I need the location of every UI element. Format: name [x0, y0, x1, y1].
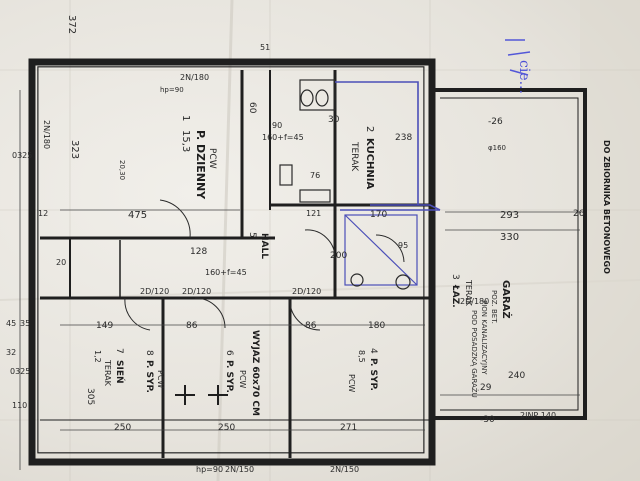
dim-51: 51: [260, 43, 270, 52]
handwriting-note: cie...: [516, 60, 532, 94]
left-door: 2N/180: [42, 120, 51, 149]
dim-121: 121: [306, 209, 321, 218]
dim-12: 12: [38, 209, 48, 218]
door-4: 2D/180: [460, 297, 489, 306]
dim-26b: -26: [488, 117, 503, 127]
room-hall-no: 5: [247, 232, 257, 238]
room-bath-name: ŁAZ.: [450, 284, 460, 308]
dim-0325: 0325: [12, 151, 32, 160]
room-8: 8 P. SYP. PCW: [144, 350, 165, 393]
room-7-name: SIEŃ: [114, 360, 126, 384]
room-8-name: P. SYP.: [144, 360, 154, 393]
room-4: 4 P. SYP. 8,5 PCW: [347, 348, 378, 392]
room-6-no: 6: [224, 350, 234, 356]
dim-30: 30: [328, 115, 340, 125]
inp-label: 2INP 140: [520, 411, 556, 420]
dim-0325b: 0325: [10, 367, 30, 376]
top-hp-label: hp=90: [160, 86, 184, 94]
dim-45: 45: [6, 319, 16, 328]
dim-170: 170: [370, 210, 387, 220]
room-6-name: P. SYP.: [224, 360, 234, 393]
room-6: 6 P. SYP. PCW WYJAZ 60x70 CM: [224, 330, 260, 416]
pipe-phi: φ160: [488, 144, 506, 152]
room-kitchen: KUCHNIA 2 TERAK: [349, 126, 375, 189]
room-living-height: 323: [69, 140, 80, 159]
dim-95: 95: [398, 241, 408, 250]
dim-305: 305: [85, 388, 95, 405]
wyjaz-label: WYJAZ 60x70 CM: [250, 330, 260, 416]
dim-200: 200: [330, 251, 347, 261]
dim-20: 20: [56, 258, 66, 267]
door-2: 2D/120: [182, 287, 211, 296]
room-garage-note1: PION KANALIZACYJNY: [480, 300, 488, 375]
room-8-floor: PCW: [156, 370, 165, 388]
dim-76: 76: [310, 171, 320, 180]
dim-293: 293: [500, 210, 519, 221]
dim-30b: -30: [480, 415, 495, 425]
dim-149: 149: [96, 321, 113, 331]
dim-240: 240: [508, 371, 525, 381]
top-dim-372: 372: [66, 15, 77, 34]
dim-35: 35: [20, 319, 30, 328]
door-5: 2N/150: [225, 465, 254, 474]
door-3: 2D/120: [292, 287, 321, 296]
room-7-area: 1,2: [93, 350, 102, 363]
room-bath-floor: TERAK: [464, 279, 473, 307]
room-living-floor: PCW: [207, 148, 217, 169]
dim-90: 90: [272, 121, 282, 130]
room-living-no: 1: [180, 115, 191, 121]
left-dim: 20,30: [118, 160, 126, 180]
dim-330: 330: [500, 232, 519, 243]
room-7: 7 SIEŃ TERAK 1,2: [93, 348, 126, 387]
room-bath-no: 3: [450, 274, 460, 280]
room-kitchen-floor: TERAK: [349, 141, 359, 172]
room-kitchen-no: 2: [364, 126, 375, 132]
room-7-no: 7: [114, 348, 124, 354]
room-6-floor: PCW: [238, 370, 247, 388]
dim-250b: 250: [218, 423, 235, 433]
room-living: P. DZIENNY 1 15,3 PCW 475 323: [69, 115, 217, 221]
room-living-name: P. DZIENNY: [194, 130, 207, 200]
dim-29: 29: [480, 383, 492, 393]
dim-86: 86: [186, 321, 198, 331]
door-1: 2D/120: [140, 287, 169, 296]
hp-bottom: hp=90: [196, 465, 223, 474]
room-garage-sub: POZ. BET.: [490, 290, 498, 324]
room-garage: GARAŻ POZ. BET. PION KANALIZACYJNY POD P…: [470, 280, 514, 398]
dim-238: 238: [395, 133, 412, 143]
dim-110: 110: [12, 401, 27, 410]
room-garage-note2: POD POSADZKĄ GARAŻU: [470, 310, 479, 398]
dim-160f: 160+f=45: [262, 133, 304, 142]
dim-160f-2: 160+f=45: [205, 268, 247, 277]
dim-32: 32: [6, 348, 16, 357]
dim-271: 271: [340, 423, 357, 433]
dim-128: 128: [190, 247, 207, 257]
dim-86b: 86: [305, 321, 317, 331]
room-4-name: P. SYP.: [368, 358, 378, 391]
room-8-no: 8: [144, 350, 154, 356]
door-6: 2N/150: [330, 465, 359, 474]
room-living-area: 15,3: [180, 130, 191, 152]
room-living-width: 475: [128, 210, 147, 221]
dim-60: 60: [247, 102, 257, 114]
dim-250a: 250: [114, 423, 131, 433]
dim-26: 26: [573, 209, 585, 219]
top-door-label: 2N/180: [180, 73, 209, 82]
room-hall-name: HALL: [259, 233, 269, 259]
room-7-floor: TERAK: [103, 359, 112, 387]
room-4-no: 4: [368, 348, 378, 354]
room-garage-name: GARAŻ: [500, 280, 514, 319]
room-4-area: 8,5: [357, 350, 366, 363]
room-kitchen-name: KUCHNIA: [364, 138, 375, 189]
zbiornik-label: DO ZBIORNIKA BETONOWEGO: [602, 140, 611, 274]
room-4-floor: PCW: [347, 374, 356, 392]
dim-180: 180: [368, 321, 385, 331]
